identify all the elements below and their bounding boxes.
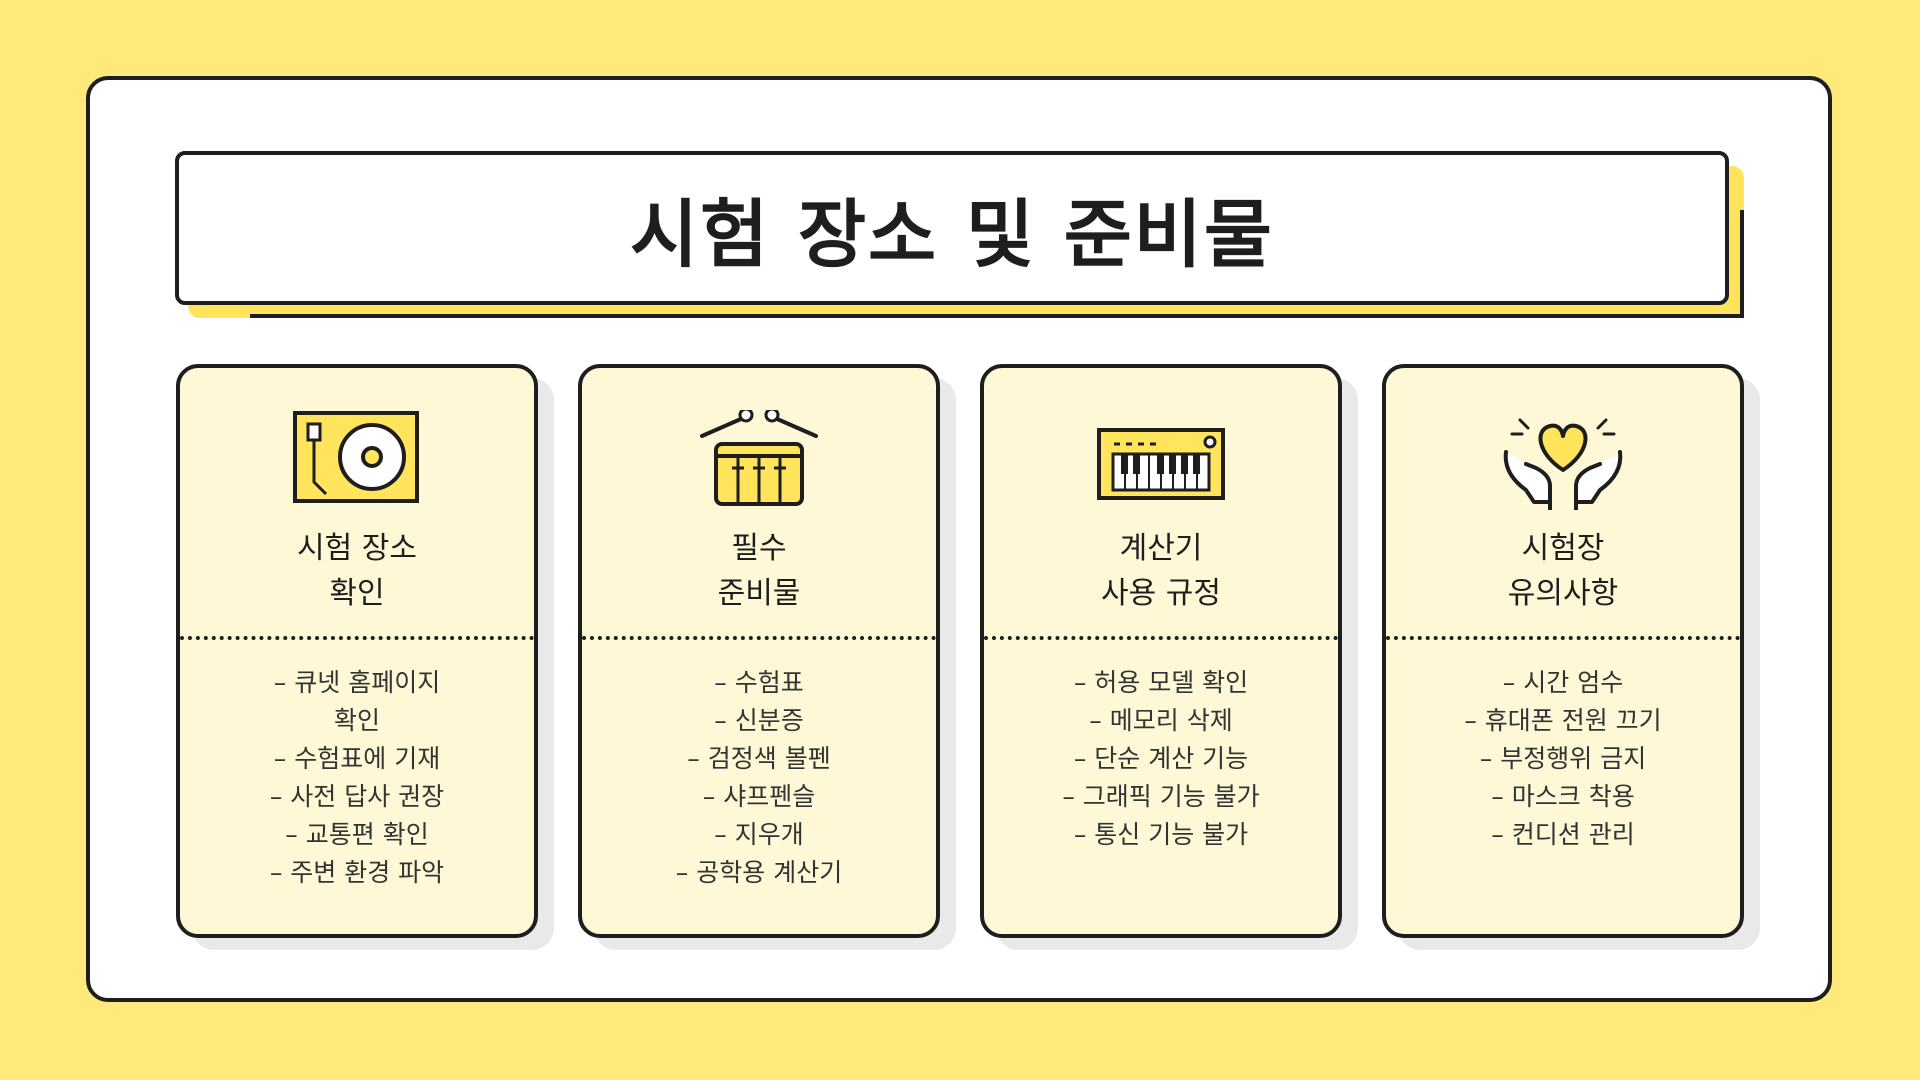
list-item: – 통신 기능 불가 — [1073, 820, 1249, 849]
dotted-divider — [582, 636, 936, 640]
list-item: – 공학용 계산기 — [675, 858, 843, 887]
list-item: – 단순 계산 기능 — [1073, 744, 1249, 773]
card-title-line: 확인 — [329, 576, 385, 611]
list-item: – 컨디션 관리 — [1491, 820, 1635, 849]
card-calculator-rules: 계산기 사용 규정 – 허용 모델 확인 – 메모리 삭제 – 단순 계산 기능… — [980, 364, 1342, 938]
list-item: – 마스크 착용 — [1491, 782, 1635, 811]
card-title: 필수 준비물 — [582, 526, 936, 616]
card-item-list: – 시간 엄수 – 휴대폰 전원 끄기 – 부정행위 금지 – 마스크 착용 –… — [1386, 664, 1740, 854]
turntable-icon — [293, 411, 419, 503]
dotted-divider — [1386, 636, 1740, 640]
list-item: – 그래픽 기능 불가 — [1062, 782, 1260, 811]
list-item: – 샤프펜슬 — [702, 782, 816, 811]
list-item: – 지우개 — [714, 820, 804, 849]
title-box: 시험 장소 및 준비물 — [175, 151, 1729, 305]
list-item: – 큐넷 홈페이지 — [273, 668, 441, 697]
list-item: – 허용 모델 확인 — [1073, 668, 1249, 697]
keyboard-icon — [1097, 428, 1225, 500]
page-title: 시험 장소 및 준비물 — [630, 191, 1274, 278]
card-title-line: 시험장 — [1521, 531, 1605, 566]
card-title-line: 계산기 — [1119, 531, 1203, 566]
card-item-list: – 수험표 – 신분증 – 검정색 볼펜 – 샤프펜슬 – 지우개 – 공학용 … — [582, 664, 936, 892]
dotted-divider — [180, 636, 534, 640]
card-item-list: – 큐넷 홈페이지 확인 – 수험표에 기재 – 사전 답사 권장 – 교통편 … — [180, 664, 534, 892]
card-item-list: – 허용 모델 확인 – 메모리 삭제 – 단순 계산 기능 – 그래픽 기능 … — [984, 664, 1338, 854]
list-item: – 교통편 확인 — [285, 820, 429, 849]
card-title: 계산기 사용 규정 — [984, 526, 1338, 616]
card-title-line: 사용 규정 — [1101, 576, 1221, 611]
list-item: – 검정색 볼펜 — [687, 744, 831, 773]
list-item: – 시간 엄수 — [1502, 668, 1624, 697]
list-item: – 수험표에 기재 — [273, 744, 441, 773]
list-item: – 부정행위 금지 — [1479, 744, 1647, 773]
list-item: – 주변 환경 파악 — [269, 858, 445, 887]
card-title-line: 필수 — [731, 531, 787, 566]
card-required-items: 필수 준비물 – 수험표 – 신분증 – 검정색 볼펜 – 샤프펜슬 – 지우개… — [578, 364, 940, 938]
card-title: 시험 장소 확인 — [180, 526, 534, 616]
list-item: 확인 — [333, 706, 380, 735]
card-title-line: 유의사항 — [1507, 576, 1619, 611]
list-item: – 수험표 — [714, 668, 804, 697]
card-title-line: 시험 장소 — [297, 531, 417, 566]
list-item: – 신분증 — [714, 706, 804, 735]
drum-icon — [700, 410, 818, 506]
card-title: 시험장 유의사항 — [1386, 526, 1740, 616]
dotted-divider — [984, 636, 1338, 640]
card-exam-location: 시험 장소 확인 – 큐넷 홈페이지 확인 – 수험표에 기재 – 사전 답사 … — [176, 364, 538, 938]
heart-hands-icon — [1503, 418, 1623, 510]
title-shadow-line — [250, 314, 1744, 318]
list-item: – 메모리 삭제 — [1089, 706, 1233, 735]
title-shadow-edge — [1740, 210, 1744, 318]
card-title-line: 준비물 — [717, 576, 801, 611]
card-exam-precautions: 시험장 유의사항 – 시간 엄수 – 휴대폰 전원 끄기 – 부정행위 금지 –… — [1382, 364, 1744, 938]
list-item: – 사전 답사 권장 — [269, 782, 445, 811]
list-item: – 휴대폰 전원 끄기 — [1464, 706, 1662, 735]
